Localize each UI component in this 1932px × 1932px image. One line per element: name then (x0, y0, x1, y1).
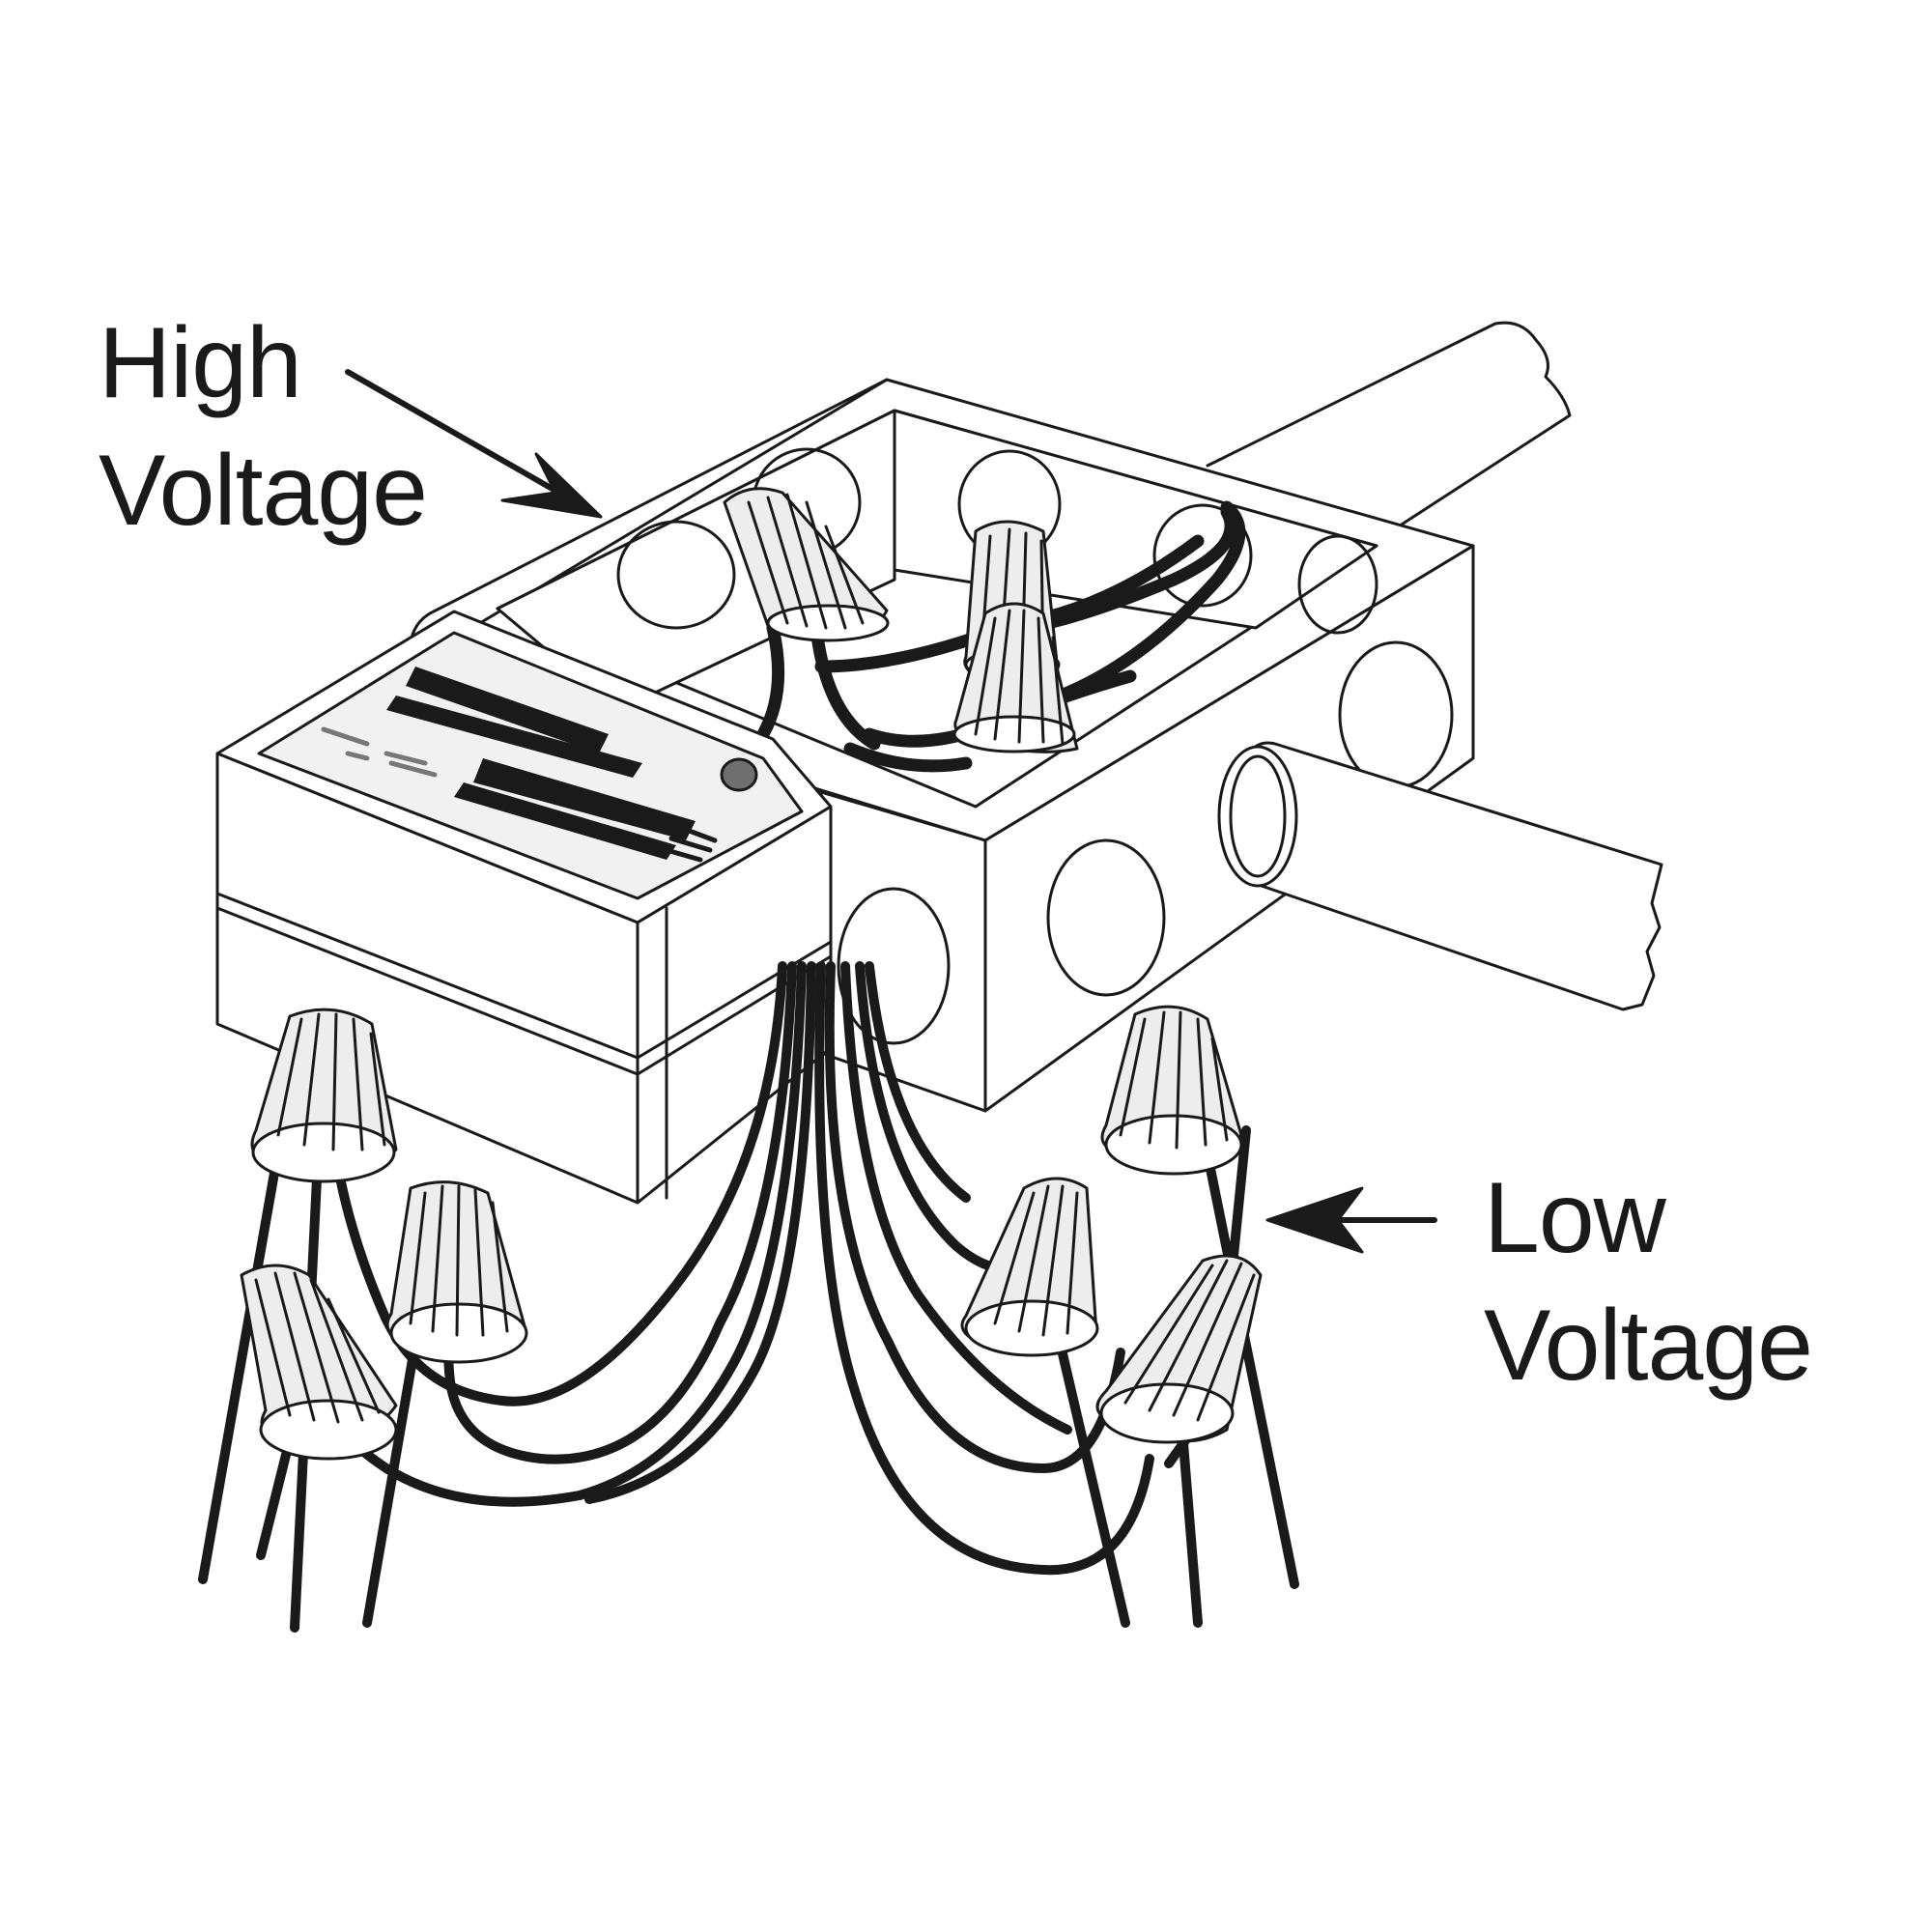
knockout-hole (1297, 534, 1378, 635)
conduit-pipe-back (1206, 321, 1572, 533)
wire-nut-low-3 (240, 1264, 398, 1461)
transformer-label-plate (257, 631, 804, 900)
low-voltage-arrow (1265, 1186, 1437, 1254)
high-voltage-arrow (345, 369, 603, 519)
wire-nut-high-3 (952, 602, 1079, 753)
wire-nut-low-1 (250, 1008, 398, 1183)
plate-bar (406, 667, 609, 753)
knockout-hole (616, 520, 736, 630)
wire-nut-low-6 (1095, 1254, 1263, 1444)
low-voltage-label-line1: Low (1484, 1162, 1666, 1274)
high-voltage-label-line1: High (99, 307, 302, 419)
indicator-light-icon (720, 757, 758, 792)
high-voltage-label-line2: Voltage (99, 435, 428, 547)
knockout-hole (1046, 838, 1166, 997)
wire-nut-low-4 (960, 1177, 1099, 1357)
knockout-hole (1152, 503, 1253, 608)
conduit-pipe-front (1217, 741, 1663, 1011)
plate-bar (454, 782, 676, 860)
low-voltage-label: Low Voltage (1484, 1154, 1813, 1409)
knockout-hole (837, 887, 951, 1045)
low-voltage-label-line2: Voltage (1484, 1290, 1813, 1402)
wire-nut-high-1 (723, 487, 890, 642)
wire-nut-low-2 (385, 1180, 528, 1364)
wire-nut-low-5 (1100, 1005, 1243, 1176)
plate-bar (473, 758, 696, 840)
plate-bar (386, 696, 642, 778)
high-voltage-label: High Voltage (99, 299, 428, 554)
